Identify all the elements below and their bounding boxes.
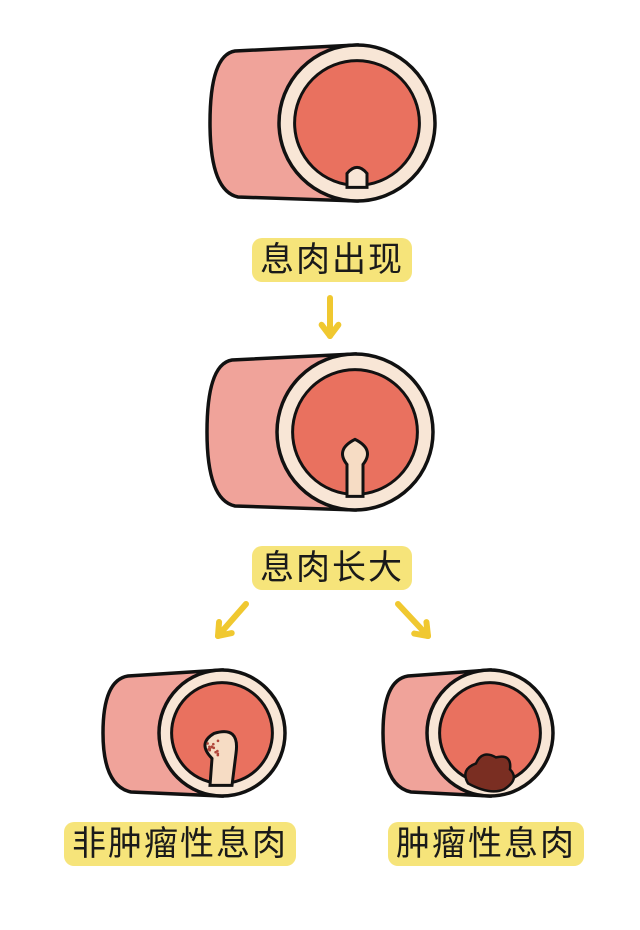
tube-neoplastic [383, 670, 553, 796]
label-polyp-grows: 息肉长大 [252, 546, 412, 590]
label-non-neoplastic-polyp: 非肿瘤性息肉 [64, 822, 296, 866]
arrow-down-right-icon [398, 604, 428, 636]
polyp-dot [206, 742, 209, 745]
polyp-dot [216, 750, 219, 753]
polyp-dot [212, 743, 215, 746]
grown-polyp [343, 439, 368, 496]
polyp-dot [217, 740, 220, 743]
small-polyp [347, 167, 367, 187]
arrow-down-left-icon [218, 604, 246, 636]
tube-polyp-grows [207, 354, 433, 510]
label-neoplastic-polyp: 肿瘤性息肉 [388, 822, 584, 866]
label-polyp-appears: 息肉出现 [252, 238, 412, 282]
polyp-dot [209, 747, 212, 750]
polyp-dot [212, 747, 215, 750]
arrow-down-icon [322, 298, 339, 336]
tube-polyp-appears [210, 45, 435, 201]
tube-non-neoplastic [103, 670, 285, 796]
polyp-dot [217, 754, 220, 757]
